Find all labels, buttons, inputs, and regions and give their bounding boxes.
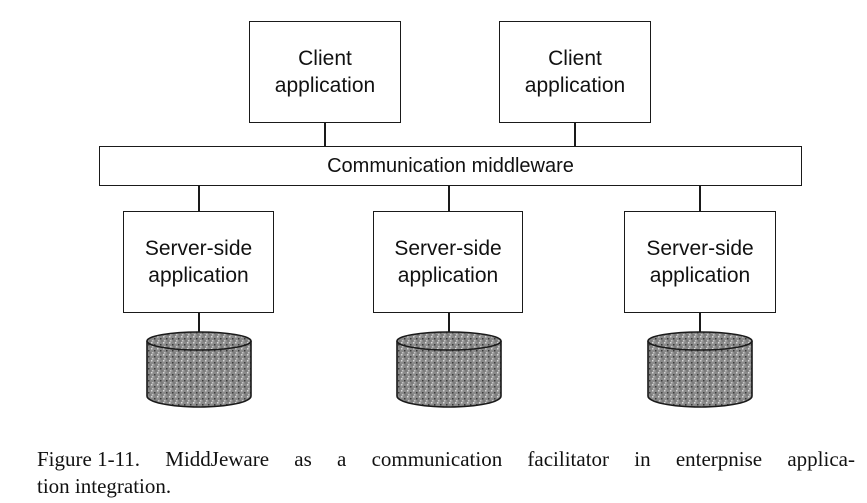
caption-word: a	[337, 447, 347, 471]
connector-db-3	[699, 313, 701, 335]
client-application-label-line2: application	[524, 74, 626, 97]
database-cylinder-icon	[146, 331, 252, 408]
caption-word: enterpnise	[675, 447, 763, 471]
database-cylinder-icon	[647, 331, 753, 408]
caption-word: facilitator	[527, 447, 610, 471]
caption-word: communication	[371, 447, 503, 471]
server-side-label-line1: Server-side	[646, 237, 754, 260]
client-application-label-line1: Client	[548, 47, 602, 70]
server-side-application-box-2: Server-side application	[373, 211, 523, 313]
communication-middleware-bar: Communication middleware	[99, 146, 802, 186]
server-side-application-box-3: Server-side application	[624, 211, 776, 313]
caption-word: applica-	[787, 447, 855, 471]
client-application-box-2: Client application	[499, 21, 651, 123]
connector-client-1	[324, 123, 326, 147]
caption-word: as	[294, 447, 312, 471]
caption-line-2: tion integration.	[37, 474, 172, 498]
caption-word: in	[634, 447, 651, 471]
client-application-label-line1: Client	[298, 47, 352, 70]
connector-server-3	[699, 186, 701, 212]
connector-client-2	[574, 123, 576, 147]
server-side-label-line2: application	[148, 264, 249, 287]
caption-word: MiddJeware	[165, 447, 270, 471]
client-application-label-line2: application	[274, 74, 376, 97]
connector-server-1	[198, 186, 200, 212]
caption-line-1: Figure 1-11. MiddJeware as a communicati…	[37, 446, 855, 473]
connector-server-2	[448, 186, 450, 212]
server-side-label-line2: application	[649, 264, 751, 287]
server-side-application-box-1: Server-side application	[123, 211, 274, 313]
database-cylinder-icon	[396, 331, 502, 408]
connector-db-2	[448, 313, 450, 335]
connector-db-1	[198, 313, 200, 335]
communication-middleware-label: Communication middleware	[327, 154, 574, 177]
server-side-label-line1: Server-side	[394, 237, 502, 260]
client-application-box-1: Client application	[249, 21, 401, 123]
figure-caption: Figure 1-11. MiddJeware as a communicati…	[37, 446, 857, 500]
server-side-label-line1: Server-side	[144, 237, 253, 260]
caption-word: Figure 1-11.	[37, 447, 141, 471]
server-side-label-line2: application	[397, 264, 499, 287]
